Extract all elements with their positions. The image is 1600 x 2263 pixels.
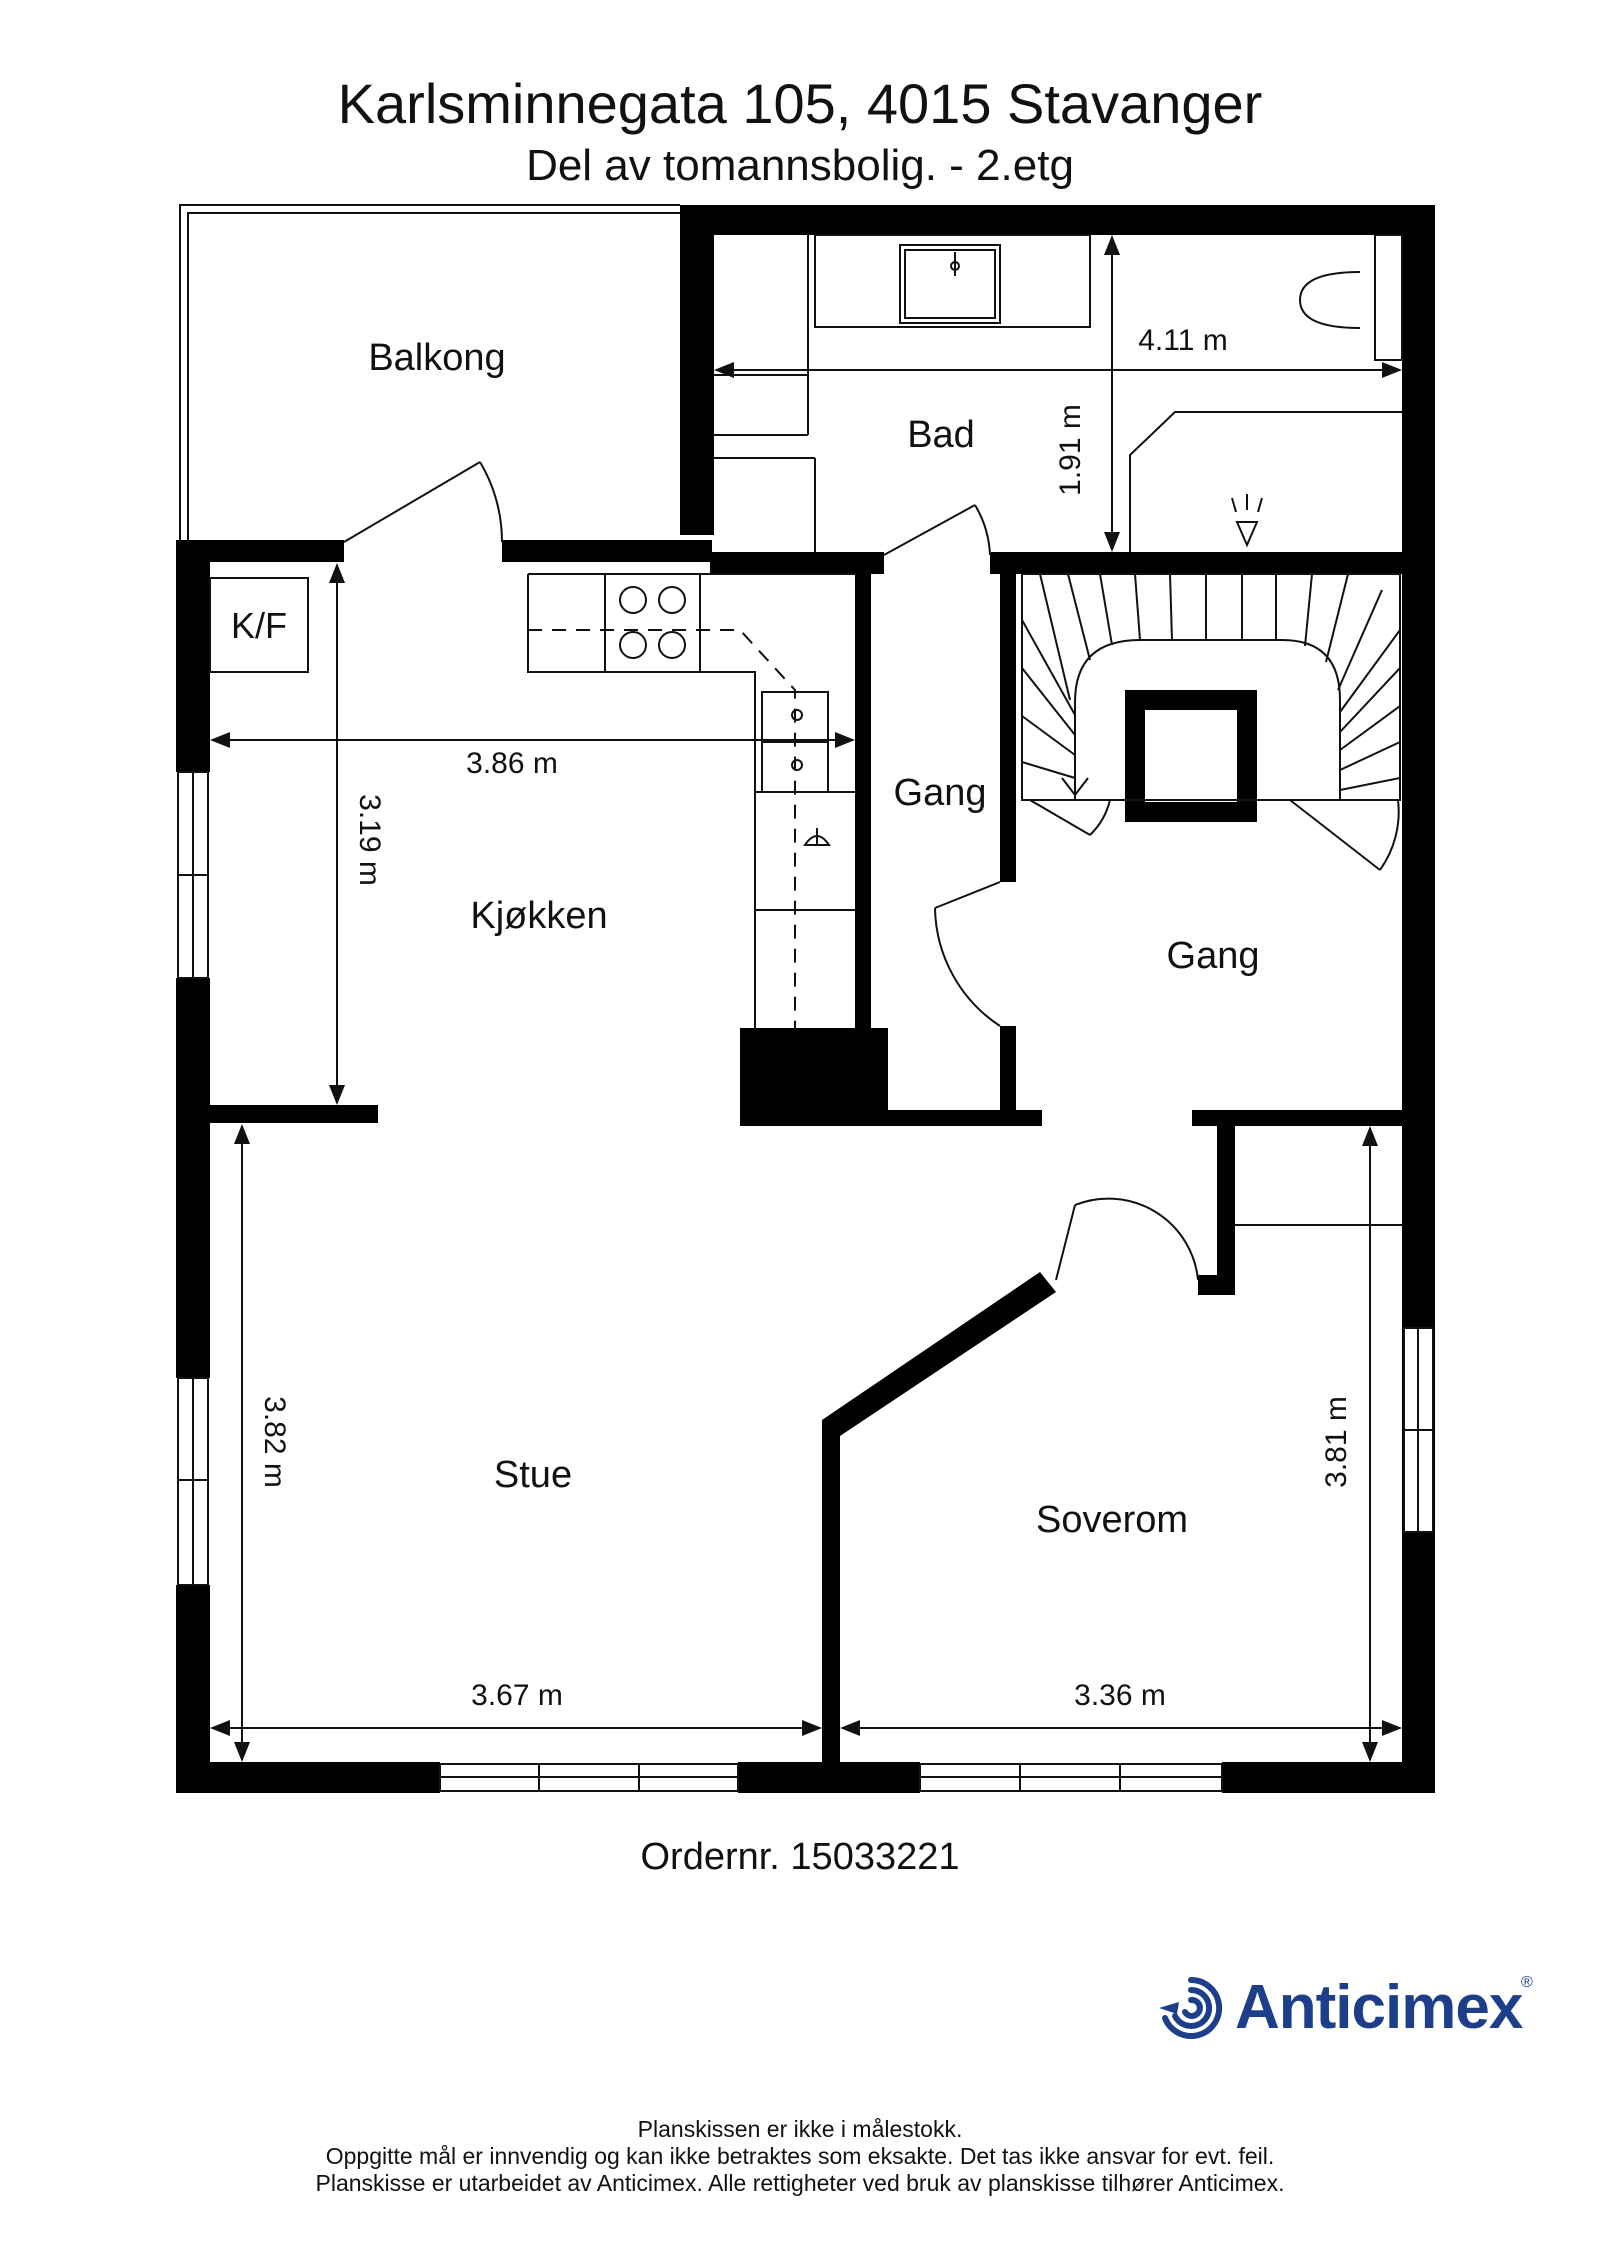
order-number: Ordernr. 15033221 [640, 1836, 960, 1878]
dimension-labels: 4.11 m 1.91 m 3.86 m 3.19 m 3.82 m 3.67 … [258, 324, 1353, 1712]
dim-stue-width: 3.67 m [471, 1679, 563, 1712]
bathroom-fixtures [714, 234, 1403, 552]
room-label-gang-2: Gang [1167, 935, 1260, 977]
anticimex-spiral-icon [1159, 1976, 1223, 2039]
dim-bad-width: 4.11 m [1138, 324, 1228, 357]
balcony-outline [179, 204, 680, 542]
disclaimer: Planskissen er ikke i målestokk. Oppgitt… [0, 2116, 1600, 2197]
dim-kjokken-width: 3.86 m [466, 747, 558, 780]
disclaimer-line: Oppgitte mål er innvendig og kan ikke be… [325, 2143, 1275, 2169]
doors [343, 461, 1400, 1281]
room-label-stue: Stue [494, 1454, 572, 1496]
anticimex-wordmark: Anticimex [1235, 1973, 1523, 2042]
address-title: Karlsminnegata 105, 4015 Stavanger [337, 72, 1263, 135]
kitchen-fixtures [209, 573, 855, 1028]
dim-soverom-depth: 3.81 m [1320, 1396, 1353, 1488]
room-labels: Balkong Bad K/F Gang Gang Kjøkken Stue S… [231, 337, 1259, 1541]
disclaimer-line: Planskisse er utarbeidet av Anticimex. A… [315, 2170, 1285, 2196]
dimension-lines [210, 235, 1402, 1762]
room-label-kf: K/F [231, 605, 287, 646]
room-label-kjokken: Kjøkken [470, 895, 607, 937]
windows [177, 771, 1434, 1792]
room-label-soverom: Soverom [1036, 1499, 1188, 1541]
dim-kjokken-depth: 3.19 m [353, 794, 386, 886]
room-label-gang-1: Gang [894, 772, 987, 814]
staircase [1021, 573, 1401, 801]
walls [176, 205, 1435, 1793]
disclaimer-line: Planskissen er ikke i målestokk. [637, 2116, 963, 2142]
dim-stue-depth: 3.82 m [258, 1396, 291, 1488]
anticimex-logo: Anticimex ® [1155, 1968, 1535, 2048]
room-label-bad: Bad [907, 414, 975, 456]
registered-mark: ® [1521, 1974, 1533, 1991]
dim-bad-depth: 1.91 m [1054, 404, 1087, 496]
room-label-balkong: Balkong [368, 337, 505, 379]
floor-subtitle: Del av tomannsbolig. - 2.etg [526, 141, 1074, 190]
dim-soverom-width: 3.36 m [1074, 1679, 1166, 1712]
floor-plan: Balkong Bad K/F Gang Gang Kjøkken Stue S… [176, 204, 1435, 1793]
